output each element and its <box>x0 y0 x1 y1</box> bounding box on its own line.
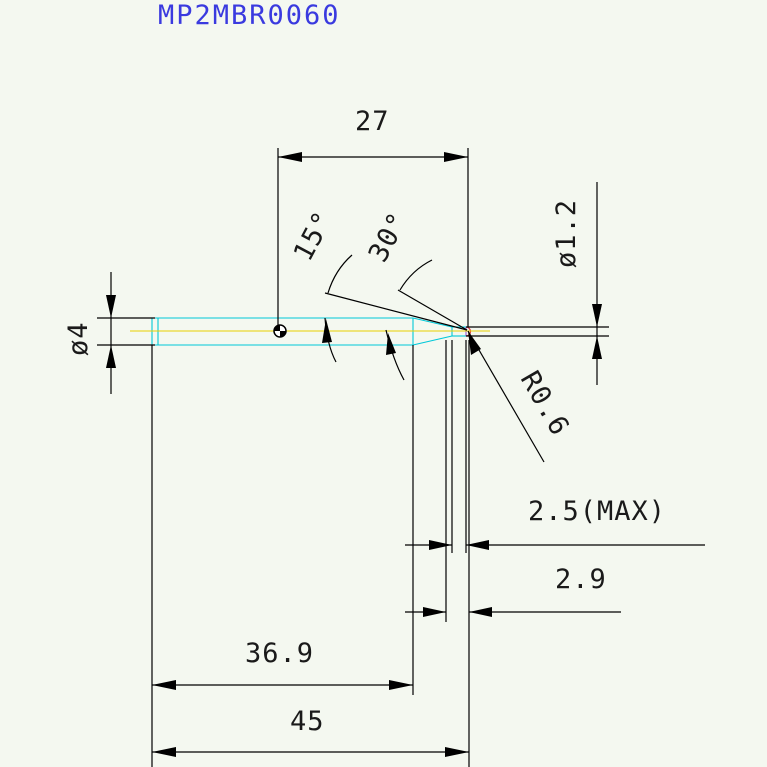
radius-label: R0.6 <box>514 366 575 441</box>
part-number-title: MP2MBR0060 <box>158 0 341 31</box>
flute-length-label: 2.5(MAX) <box>528 496 666 527</box>
dimension-45: 45 <box>152 622 470 767</box>
angle-15-label: 15° <box>288 206 340 266</box>
dia-4-label: ø4 <box>63 321 94 356</box>
dim-27-label: 27 <box>355 106 390 137</box>
dimension-27: 27 <box>277 106 469 328</box>
overall-length-label: 45 <box>290 706 325 737</box>
dimension-2-9: 2.9 <box>405 340 621 622</box>
dimension-2-5-max: 2.5(MAX) <box>405 340 705 553</box>
dimension-36-9: 36.9 <box>151 345 414 767</box>
dimension-dia-4: ø4 <box>63 272 155 394</box>
angle-30-label: 30° <box>363 207 415 267</box>
dia-1-2-label: ø1.2 <box>551 199 582 268</box>
neck-length-label: 2.9 <box>555 564 607 595</box>
dimension-dia-1-2: ø1.2 <box>466 182 609 385</box>
reference-point-icon <box>273 324 287 338</box>
shank-length-label: 36.9 <box>245 638 314 669</box>
radius-0-6: R0.6 <box>467 330 575 463</box>
angle-30: 30° <box>363 207 468 381</box>
